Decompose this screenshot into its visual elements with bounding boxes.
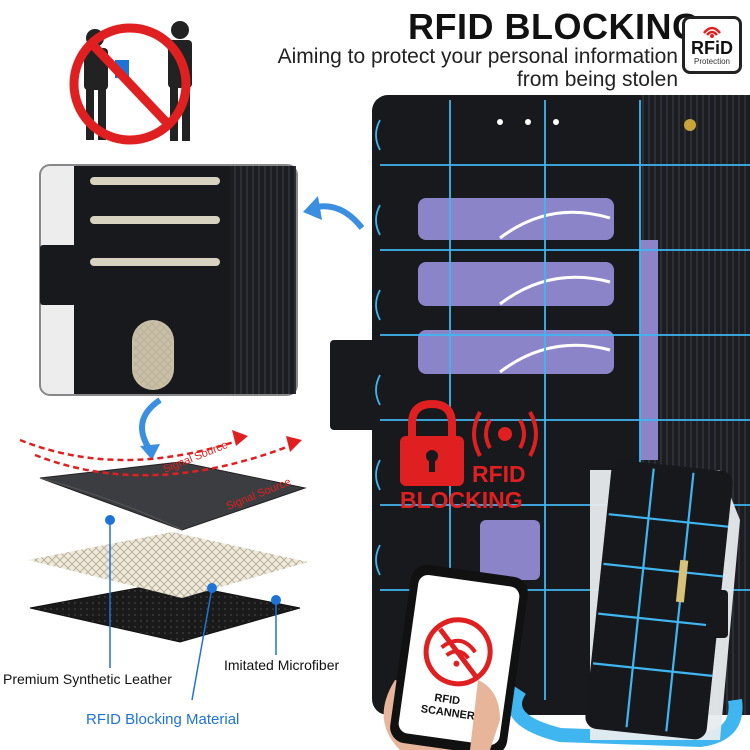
- scanner-rfid-text: RFID: [434, 692, 461, 707]
- anti-theft-icon: [69, 21, 192, 145]
- card-slot-closeup: [39, 164, 298, 396]
- wifi-signal-icon: [703, 26, 721, 38]
- rfid-protection-badge: RFiD Protection: [682, 16, 742, 74]
- no-wifi-icon: RFID SCANNER: [420, 617, 493, 723]
- material-layers: Signal Source Signal Source: [19, 430, 308, 701]
- page-title: RFID BLOCKING: [408, 6, 701, 47]
- card-2: [418, 262, 614, 306]
- overlay-blocking-text: BLOCKING: [400, 487, 523, 513]
- arrow-down-icon: [139, 397, 162, 452]
- closed-wallet-case: [508, 460, 743, 748]
- label-microfiber: Imitated Microfiber: [224, 657, 340, 673]
- wallet-case-main: [330, 95, 750, 715]
- lock-icon: [400, 399, 464, 486]
- badge-title: RFiD: [691, 38, 733, 58]
- card-3: [418, 330, 614, 374]
- card-1: [418, 198, 614, 240]
- subtitle-line-1: Aiming to protect your personal informat…: [277, 45, 678, 68]
- signal-waves-icon: [472, 411, 538, 457]
- label-rfid-material: RFID Blocking Material: [86, 711, 240, 728]
- badge-subtitle: Protection: [693, 57, 731, 66]
- label-premium-leather: Premium Synthetic Leather: [3, 671, 172, 687]
- subtitle-line-2: from being stolen: [516, 68, 678, 91]
- overlay-rfid-text: RFID: [472, 461, 526, 487]
- phone-rfid-scanner: RFID SCANNER: [383, 564, 528, 750]
